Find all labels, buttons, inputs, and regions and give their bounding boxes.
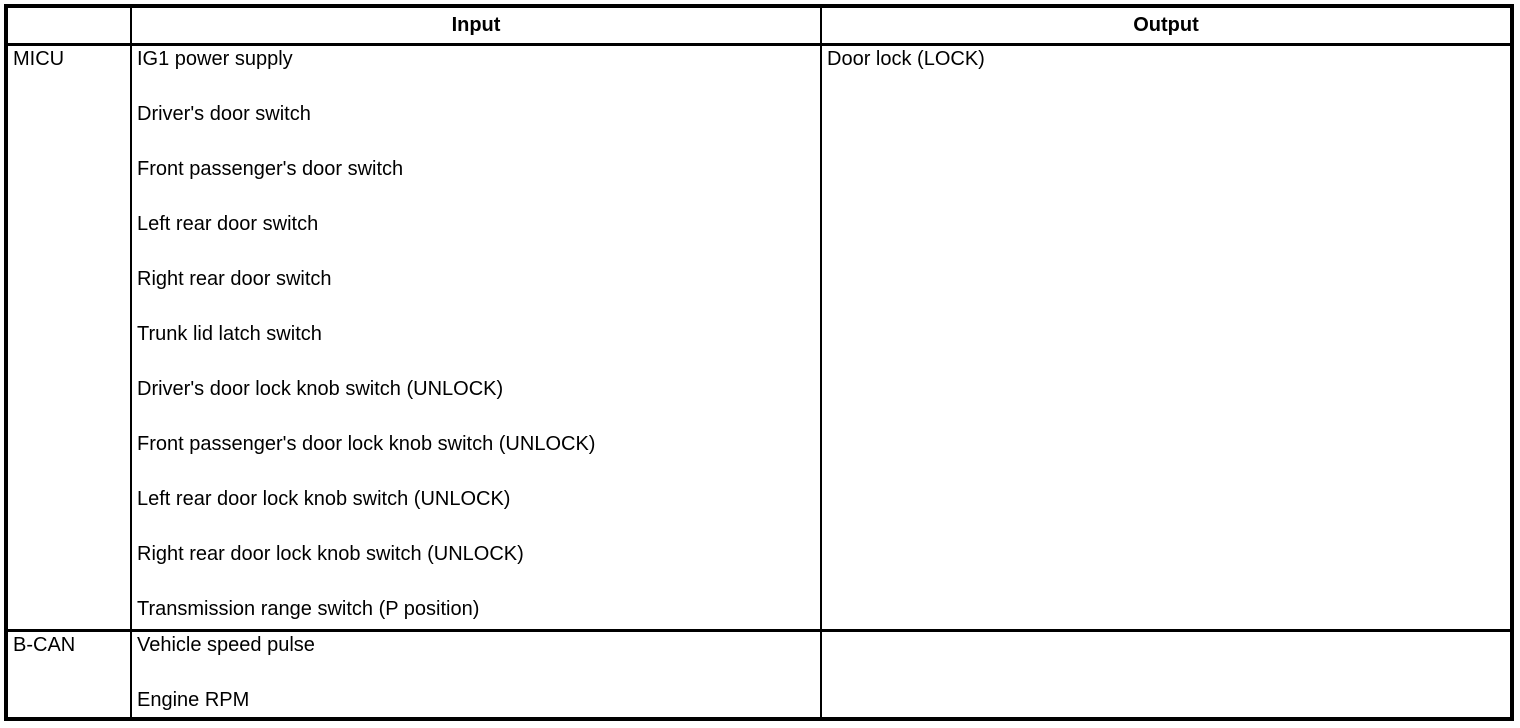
input-item: Engine RPM — [137, 688, 250, 711]
output-item: Door lock (LOCK) — [827, 47, 985, 70]
header-row: Input Output — [5, 5, 1513, 46]
column-header-source — [5, 5, 132, 46]
input-item: Right rear door lock knob switch (UNLOCK… — [137, 542, 524, 565]
input-item: Right rear door switch — [137, 267, 332, 290]
input-item: Trunk lid latch switch — [137, 322, 322, 345]
source-cell: MICU — [5, 43, 132, 631]
input-item: Left rear door switch — [137, 212, 319, 235]
input-cell: IG1 power supply Driver's door switch Fr… — [130, 43, 822, 631]
io-table: Input Output MICU IG1 power supply Drive… — [4, 4, 1514, 721]
source-label: B-CAN — [13, 633, 76, 656]
input-item: Vehicle speed pulse — [137, 633, 315, 656]
input-item: Driver's door switch — [137, 102, 311, 125]
column-header-input: Input — [130, 5, 822, 46]
input-cell: Vehicle speed pulse Engine RPM — [130, 629, 822, 720]
input-item: Left rear door lock knob switch (UNLOCK) — [137, 487, 511, 510]
input-item: IG1 power supply — [137, 47, 293, 70]
input-item: Driver's door lock knob switch (UNLOCK) — [137, 377, 504, 400]
table-row-micu: MICU IG1 power supply Driver's door swit… — [5, 43, 1513, 631]
source-cell: B-CAN — [5, 629, 132, 720]
output-cell: Door lock (LOCK) — [820, 43, 1513, 631]
output-cell — [820, 629, 1513, 720]
input-item: Front passenger's door lock knob switch … — [137, 432, 596, 455]
input-item: Front passenger's door switch — [137, 157, 404, 180]
source-label: MICU — [13, 47, 65, 70]
input-item: Transmission range switch (P position) — [137, 597, 480, 620]
column-header-output: Output — [820, 5, 1513, 46]
table-row-bcan: B-CAN Vehicle speed pulse Engine RPM — [5, 629, 1513, 720]
